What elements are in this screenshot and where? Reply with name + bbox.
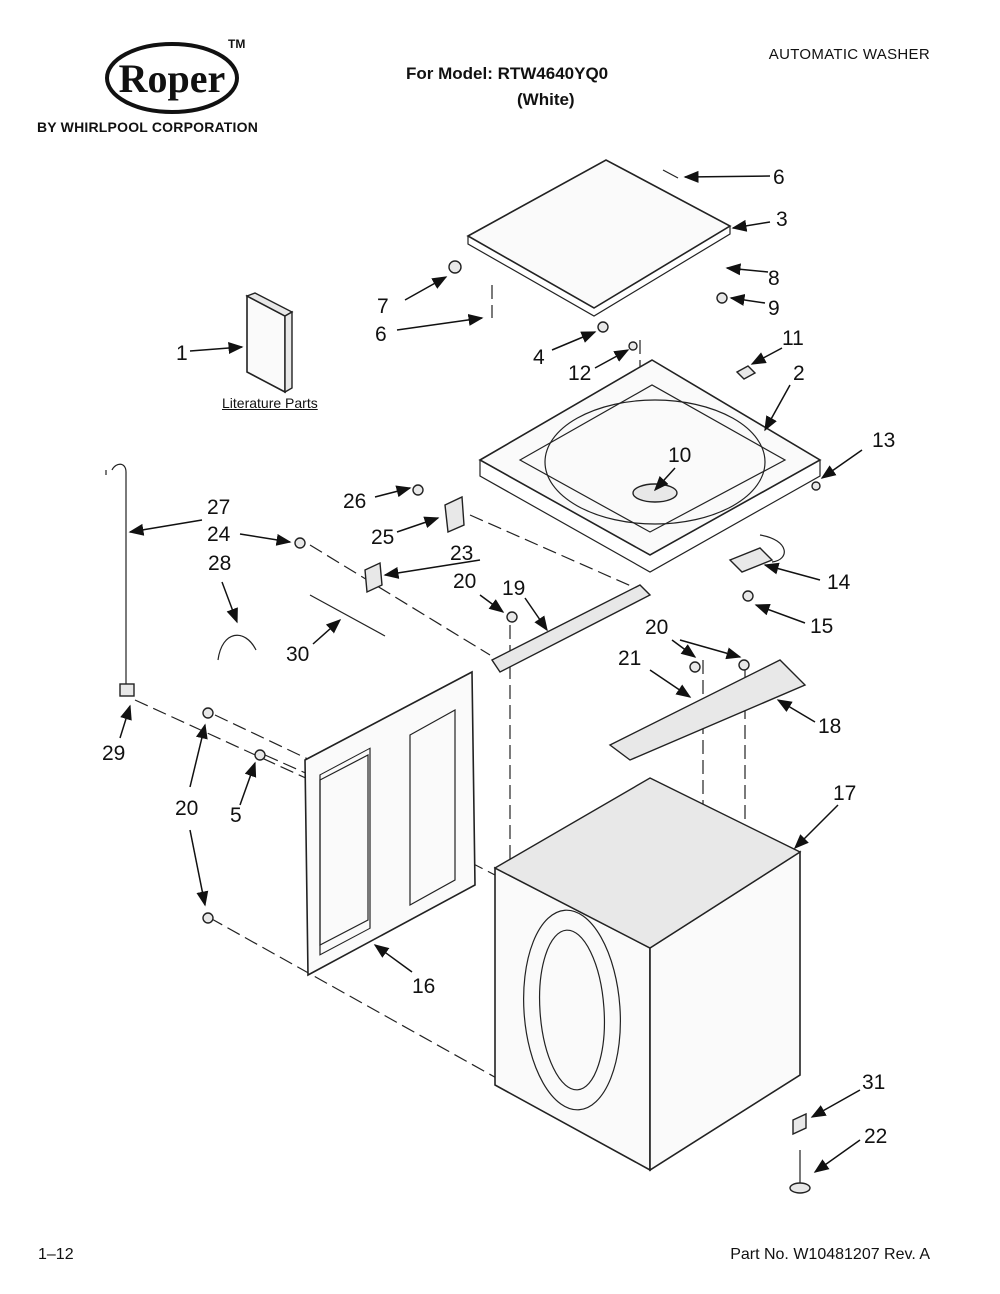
rear-panel: [304, 670, 476, 977]
lid-pin: [662, 169, 679, 179]
callout-31: 31: [862, 1071, 885, 1094]
callout-17: 17: [833, 782, 856, 805]
callout-19: 19: [502, 577, 525, 600]
trademark-symbol: TM: [228, 37, 245, 51]
screws: [202, 260, 821, 924]
lid-switch: [728, 534, 785, 573]
washer-lid: [466, 159, 732, 317]
callout-20a: 20: [453, 570, 476, 593]
callout-13: 13: [872, 429, 895, 452]
callout-23: 23: [450, 542, 473, 565]
callout-6b: 6: [375, 323, 387, 346]
leader-arrows: [119, 170, 863, 1173]
page-number: 1–12: [38, 1246, 74, 1263]
callout-22: 22: [864, 1125, 887, 1148]
callout-21: 21: [618, 647, 641, 670]
callout-8: 8: [768, 267, 780, 290]
callout-18: 18: [818, 715, 841, 738]
callout-20c: 20: [175, 797, 198, 820]
clip: [364, 561, 383, 594]
callout-14: 14: [827, 571, 851, 594]
brand-byline: BY WHIRLPOOL CORPORATION: [37, 119, 259, 135]
callout-4: 4: [533, 346, 545, 369]
callout-6: 6: [773, 166, 785, 189]
cabinet: [493, 777, 802, 1172]
callout-3: 3: [776, 208, 788, 231]
drain-hose: [105, 463, 135, 697]
callout-29: 29: [102, 742, 125, 765]
callout-27: 27: [207, 496, 230, 519]
callout-9: 9: [768, 297, 780, 320]
tie-strap: [309, 594, 386, 637]
callout-10: 10: [668, 444, 691, 467]
callout-20b: 20: [645, 616, 668, 639]
callout-numbers: 1 2 3 4 5 6 6 7 8 9: [176, 166, 805, 827]
top-panel: [478, 359, 822, 573]
callout-24: 24: [207, 523, 231, 546]
logo-wordmark: Roper: [119, 56, 226, 101]
rear-bracket: [608, 659, 807, 761]
page-category: AUTOMATIC WASHER: [768, 46, 930, 63]
callout-5: 5: [230, 804, 242, 827]
drain-hose-form: [217, 634, 257, 661]
literature-parts-label: Literature Parts: [222, 395, 318, 411]
callout-25: 25: [371, 526, 394, 549]
callout-26: 26: [343, 490, 366, 513]
leveling-leg: [789, 1112, 811, 1194]
callout-30: 30: [286, 643, 309, 666]
hinge-bracket: [444, 495, 465, 534]
part-number: Part No. W10481207 Rev. A: [730, 1246, 930, 1263]
model-number: For Model: RTW4640YQ0: [406, 64, 609, 83]
callout-28: 28: [208, 552, 231, 575]
callout-2: 2: [793, 362, 805, 385]
callout-7: 7: [377, 295, 389, 318]
callout-1: 1: [176, 342, 188, 365]
roper-logo: Roper TM: [105, 37, 245, 114]
callout-11: 11: [782, 327, 804, 350]
callout-16: 16: [412, 975, 435, 998]
callout-numbers-2: 10 11 12 13 14 15 16 17 18 19 20 20 20 2…: [102, 327, 895, 1148]
callout-15: 15: [810, 615, 833, 638]
model-color: (White): [517, 90, 575, 109]
literature-booklet: [245, 292, 294, 394]
front-bracket: [490, 584, 652, 673]
callout-12: 12: [568, 362, 591, 385]
